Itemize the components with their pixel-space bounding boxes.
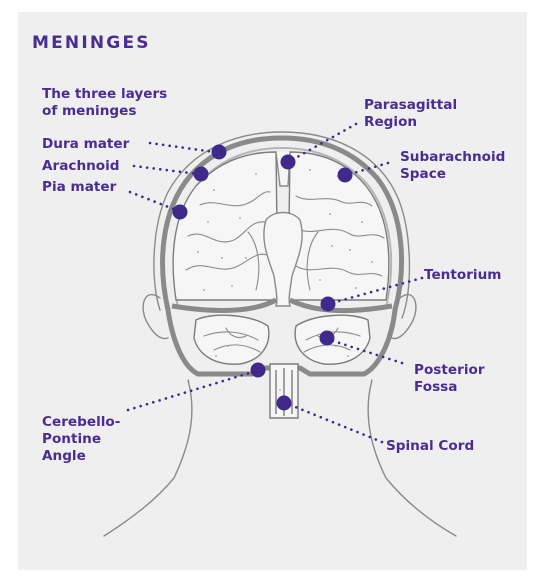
label-posterior-fossa: Posterior Fossa bbox=[414, 362, 485, 396]
leader-arachnoid bbox=[134, 166, 198, 174]
leader-pia bbox=[130, 192, 176, 210]
marker-arachnoid bbox=[194, 167, 209, 182]
label-three-layers: The three layers of meninges bbox=[42, 86, 167, 120]
marker-pia bbox=[173, 205, 188, 220]
marker-parasagittal bbox=[281, 155, 296, 170]
label-cerebello-pontine-angle: Cerebello- Pontine Angle bbox=[42, 414, 120, 465]
marker-posterior bbox=[320, 331, 335, 346]
marker-subarachnoid bbox=[338, 168, 353, 183]
label-parasagittal-region: Parasagittal Region bbox=[364, 97, 457, 131]
marker-cerebello bbox=[251, 363, 266, 378]
label-dura-mater: Dura mater bbox=[42, 136, 129, 153]
label-arachnoid: Arachnoid bbox=[42, 158, 120, 175]
marker-spinal bbox=[277, 396, 292, 411]
label-tentorium: Tentorium bbox=[424, 267, 501, 284]
leader-dura bbox=[150, 143, 214, 152]
label-subarachnoid-space: Subarachnoid Space bbox=[400, 149, 505, 183]
label-spinal-cord: Spinal Cord bbox=[386, 438, 474, 455]
marker-dura bbox=[212, 145, 227, 160]
cerebellum bbox=[194, 315, 370, 364]
head-outline bbox=[104, 132, 456, 536]
marker-tentorium bbox=[321, 297, 336, 312]
label-pia-mater: Pia mater bbox=[42, 179, 116, 196]
